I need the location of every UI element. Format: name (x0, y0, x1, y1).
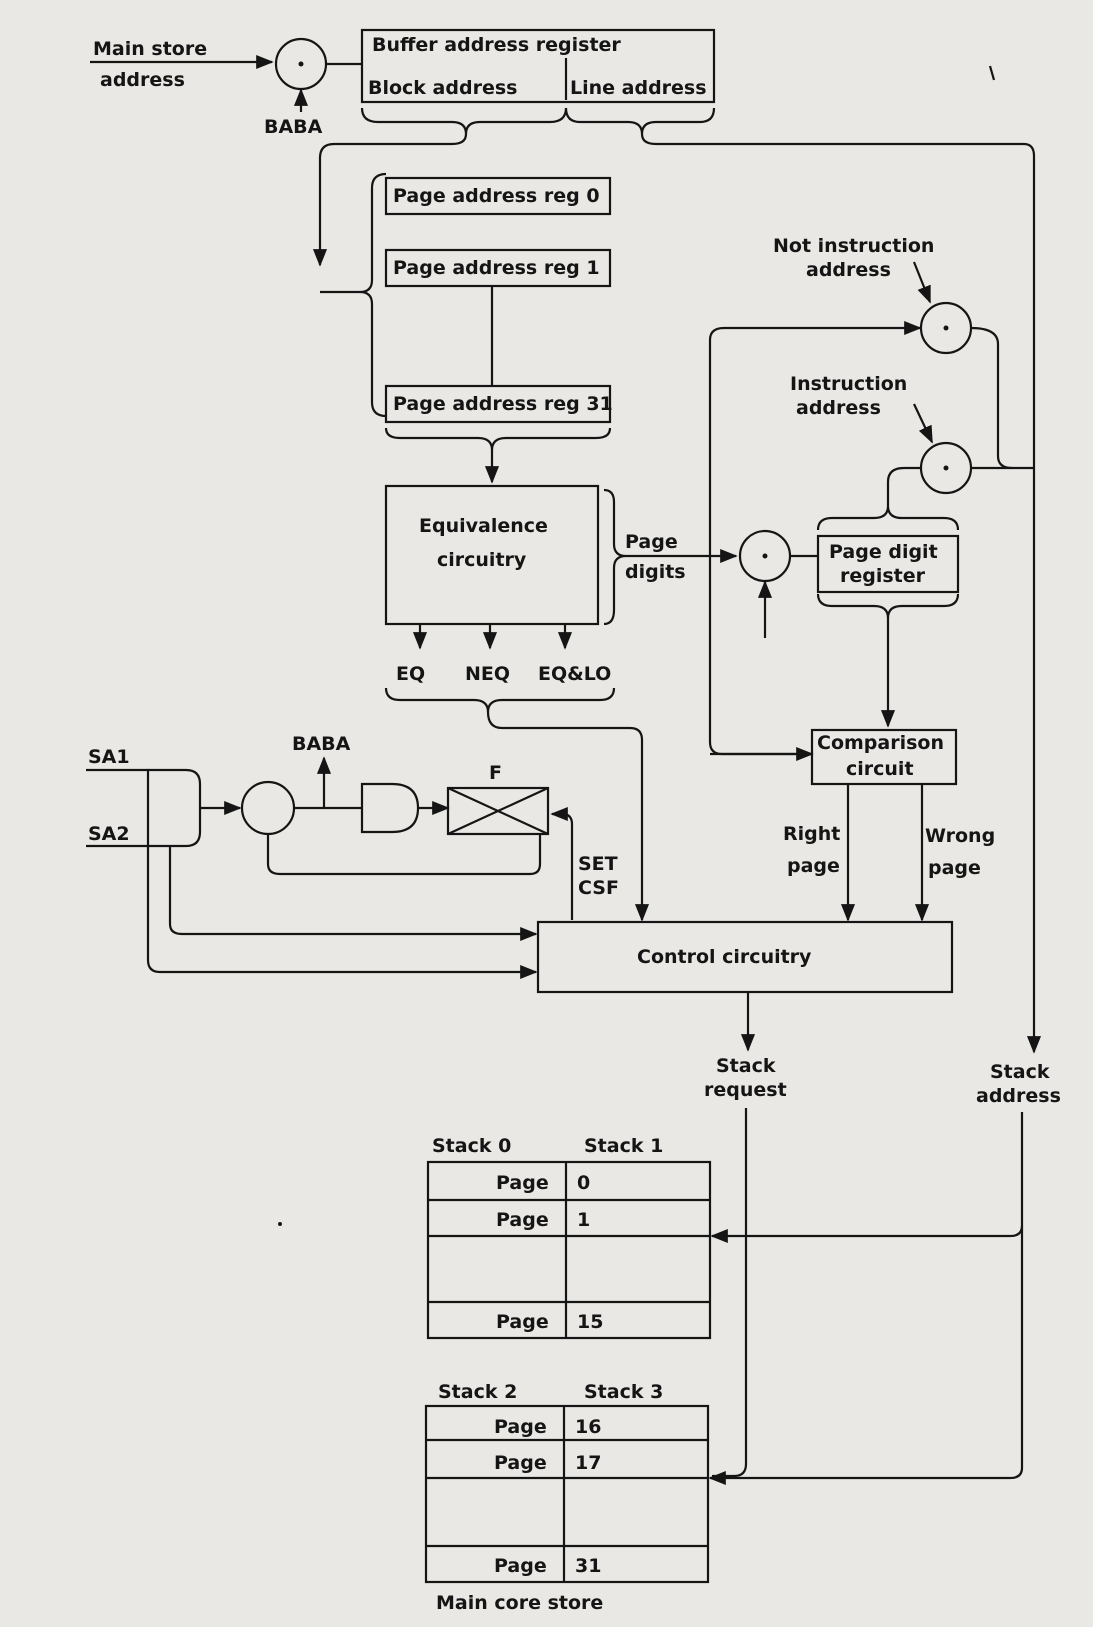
stack-b-row3-page: Page (494, 1555, 547, 1577)
right-page-label-1: Right (783, 823, 840, 845)
stack-a-row1-num: 1 (577, 1209, 590, 1231)
comparison-label-1: Comparison (817, 732, 944, 754)
page-digits-label-1: Page (625, 531, 678, 553)
gate-main-store: BABA (264, 37, 362, 138)
comparison-circuit: Comparison circuit (810, 728, 958, 786)
set-label: SET (578, 853, 618, 875)
wrong-page-label-1: Wrong (925, 825, 995, 847)
control-circuitry: Control circuitry (536, 920, 954, 994)
wrong-page-label-2: page (928, 857, 981, 879)
equivalence-label-2: circuitry (437, 549, 527, 571)
page-reg-1-label: Page address reg 1 (393, 257, 600, 279)
buffer-address-register-label: Buffer address register (372, 34, 621, 56)
stack-request-label-2: request (704, 1079, 787, 1101)
page-digit-register: Page digit register (816, 534, 960, 594)
f-label: F (489, 762, 502, 784)
stack-b-row0-page: Page (494, 1416, 547, 1438)
equivalence-circuitry: Equivalence circuitry (384, 484, 600, 626)
page-reg-31-label: Page address reg 31 (393, 393, 613, 415)
sa2-label: SA2 (88, 823, 130, 845)
sa1-label: SA1 (88, 746, 130, 768)
and-gate (360, 782, 420, 834)
baba-mid-label: BABA (292, 733, 351, 755)
gate-instruction: Instruction address (790, 373, 973, 495)
instruction-label-2: address (796, 397, 881, 419)
comparison-label-2: circuit (846, 758, 914, 780)
stack-1-label: Stack 1 (584, 1135, 663, 1157)
neq-label: NEQ (465, 663, 510, 685)
page-address-reg-0: Page address reg 0 (384, 176, 612, 216)
equivalence-label-1: Equivalence (419, 515, 548, 537)
baba-top-label: BABA (264, 116, 323, 138)
stack-address-label-1: Stack (990, 1061, 1050, 1083)
gate-not-instruction: Not instruction address (773, 235, 973, 355)
stack-3-label: Stack 3 (584, 1381, 663, 1403)
page-address-reg-1: Page address reg 1 (384, 248, 612, 288)
stack-table-a: Stack 0 Stack 1 Page 0 Page 1 Page 15 (426, 1135, 712, 1340)
stack-address-label-2: address (976, 1085, 1061, 1107)
block-address-label: Block address (368, 77, 517, 99)
stack-table-b: Stack 2 Stack 3 Page 16 Page 17 Page 31 … (424, 1381, 710, 1614)
stack-a-row3-num: 15 (577, 1311, 603, 1333)
stack-request-label-1: Stack (716, 1055, 776, 1077)
csf-label: CSF (578, 877, 619, 899)
stack-b-row1-page: Page (494, 1452, 547, 1474)
stack-b-row0-num: 16 (575, 1416, 601, 1438)
stack-a-row0-page: Page (496, 1172, 549, 1194)
stack-a-row0-num: 0 (577, 1172, 590, 1194)
main-core-store-label: Main core store (436, 1592, 603, 1614)
page-address-reg-31: Page address reg 31 (384, 384, 613, 424)
instruction-label-1: Instruction (790, 373, 907, 395)
main-store-address-label-2: address (100, 69, 185, 91)
page-digit-register-label-1: Page digit (829, 541, 938, 563)
buffer-address-register: Buffer address register Block address Li… (360, 28, 716, 104)
not-instruction-label-1: Not instruction (773, 235, 934, 257)
gate-baba (240, 780, 296, 836)
stack-2-label: Stack 2 (438, 1381, 517, 1403)
page-digits-label-2: digits (625, 561, 686, 583)
line-address-label: Line address (570, 77, 707, 99)
stack-a-row1-page: Page (496, 1209, 549, 1231)
eqlo-label: EQ&LO (538, 663, 611, 685)
stack-a-row3-page: Page (496, 1311, 549, 1333)
main-store-address-label: Main store (93, 38, 207, 60)
not-instruction-label-2: address (806, 259, 891, 281)
flip-flop-f: F (446, 762, 550, 836)
page-reg-0-label: Page address reg 0 (393, 185, 600, 207)
stack-b-row3-num: 31 (575, 1555, 601, 1577)
page-digit-register-label-2: register (840, 565, 926, 587)
main-store-address-input: Main store address (90, 38, 274, 91)
right-page-label-2: page (787, 855, 840, 877)
stack-b-row1-num: 17 (575, 1452, 601, 1474)
or-gate-sa (146, 768, 202, 848)
eq-label: EQ (396, 663, 425, 685)
stack-0-label: Stack 0 (432, 1135, 511, 1157)
control-circuitry-label: Control circuitry (637, 946, 812, 968)
gate-page-digits (738, 529, 818, 638)
